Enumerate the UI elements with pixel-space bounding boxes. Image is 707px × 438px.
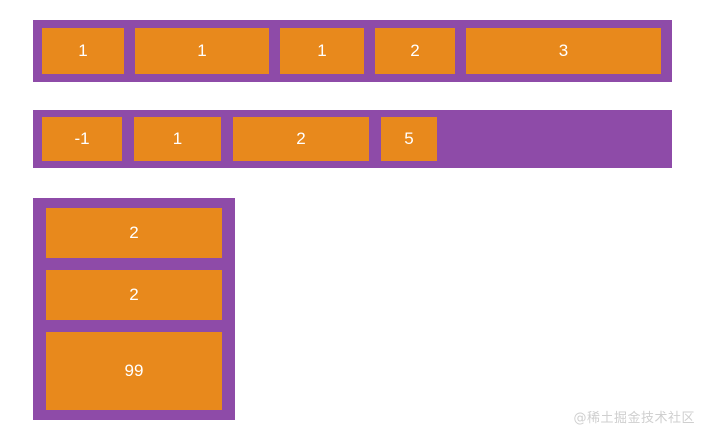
flex-item: 1 (280, 28, 364, 74)
flex-container-row-one: 1 1 1 2 3 (33, 20, 672, 82)
flex-item: 1 (134, 117, 221, 161)
watermark-text: @稀土掘金技术社区 (573, 411, 695, 426)
flex-item: 99 (46, 332, 222, 410)
flex-item: 2 (375, 28, 455, 74)
flex-item: 1 (135, 28, 269, 74)
flex-item: 3 (466, 28, 661, 74)
flex-item: 5 (381, 117, 437, 161)
flex-item: 2 (233, 117, 369, 161)
flex-container-row-two: -1 1 2 5 (33, 110, 672, 168)
flex-item: -1 (42, 117, 122, 161)
flex-item: 1 (42, 28, 124, 74)
flex-item: 2 (46, 208, 222, 258)
flex-item: 2 (46, 270, 222, 320)
flex-container-column-one: 2 2 99 (33, 198, 235, 420)
